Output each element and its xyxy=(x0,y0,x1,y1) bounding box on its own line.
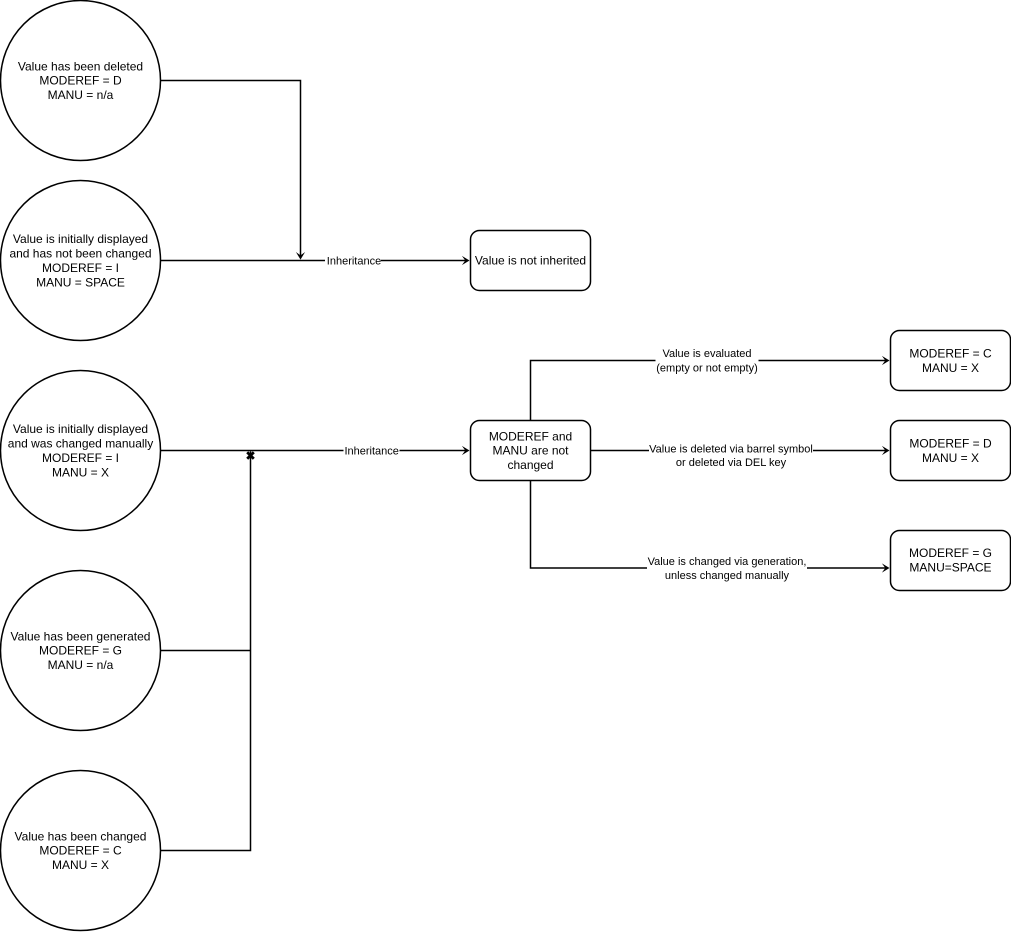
svg-text:or deleted via DEL key: or deleted via DEL key xyxy=(676,457,787,469)
svg-text:MODEREF = I: MODEREF = I xyxy=(42,261,119,275)
svg-text:Inheritance: Inheritance xyxy=(344,445,398,457)
svg-text:Value is deleted via barrel sy: Value is deleted via barrel symbol xyxy=(649,444,813,456)
svg-text:and was changed manually: and was changed manually xyxy=(8,437,153,451)
svg-text:and has not been changed: and has not been changed xyxy=(9,247,151,261)
svg-text:Value is initially displayed: Value is initially displayed xyxy=(13,232,148,246)
svg-text:Value is not inherited: Value is not inherited xyxy=(475,254,586,268)
svg-text:MODEREF = C: MODEREF = C xyxy=(909,347,992,361)
svg-text:MANU are not: MANU are not xyxy=(492,444,569,458)
svg-text:MODEREF = D: MODEREF = D xyxy=(39,74,122,88)
svg-text:MODEREF and: MODEREF and xyxy=(489,429,572,443)
svg-text:MANU = X: MANU = X xyxy=(922,361,979,375)
svg-text:MANU = SPACE: MANU = SPACE xyxy=(36,275,125,289)
svg-text:Value has been deleted: Value has been deleted xyxy=(18,59,143,73)
svg-text:Value is evaluated: Value is evaluated xyxy=(662,348,751,360)
svg-text:Value is initially displayed: Value is initially displayed xyxy=(13,422,148,436)
svg-text:changed: changed xyxy=(507,458,553,472)
svg-text:MODEREF = G: MODEREF = G xyxy=(39,644,122,658)
svg-text:Value is changed via generatio: Value is changed via generation, xyxy=(648,556,807,568)
svg-text:MANU = n/a: MANU = n/a xyxy=(48,658,114,672)
svg-text:(empty or not empty): (empty or not empty) xyxy=(656,363,757,375)
svg-text:MODEREF = I: MODEREF = I xyxy=(42,451,119,465)
svg-text:MANU = X: MANU = X xyxy=(52,465,109,479)
svg-text:MANU=SPACE: MANU=SPACE xyxy=(909,560,991,574)
svg-text:Inheritance: Inheritance xyxy=(327,255,381,267)
svg-text:MANU = n/a: MANU = n/a xyxy=(48,88,114,102)
svg-text:Value has been changed: Value has been changed xyxy=(15,829,147,843)
svg-text:unless changed manually: unless changed manually xyxy=(665,570,790,582)
svg-text:MANU = X: MANU = X xyxy=(922,451,979,465)
svg-text:MODEREF = D: MODEREF = D xyxy=(909,437,992,451)
svg-text:MODEREF = C: MODEREF = C xyxy=(39,844,122,858)
svg-text:MODEREF = G: MODEREF = G xyxy=(909,546,992,560)
svg-text:Value has been generated: Value has been generated xyxy=(11,629,151,643)
svg-text:MANU = X: MANU = X xyxy=(52,858,109,872)
